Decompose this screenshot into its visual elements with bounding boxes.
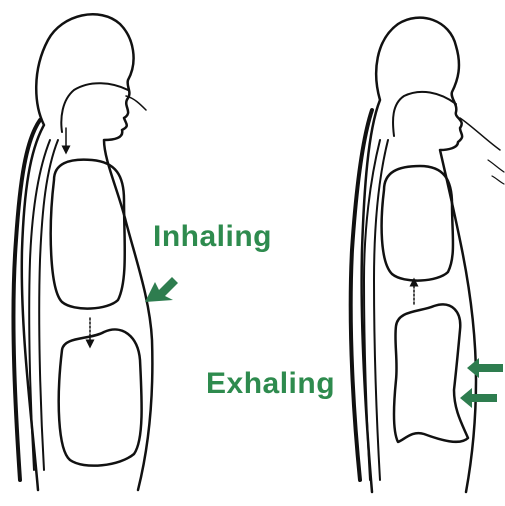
exhaling-figure bbox=[351, 18, 504, 492]
inhaling-spine-front bbox=[39, 140, 58, 470]
exhaling-label: Exhaling bbox=[206, 367, 335, 401]
exhale-arrow-upper-icon bbox=[467, 358, 503, 378]
inhaling-back-outline bbox=[13, 120, 40, 480]
exhale-arrow-lower-icon bbox=[460, 388, 497, 408]
exhaling-chest-cavity bbox=[382, 166, 453, 281]
exhaling-body-outline bbox=[362, 18, 476, 492]
exhaling-abdominal-cavity bbox=[394, 304, 468, 442]
exhaling-breath-line-2 bbox=[488, 160, 504, 172]
inhaling-figure bbox=[13, 14, 152, 490]
exhaling-breath-line-3 bbox=[492, 176, 504, 184]
exhaling-spine-front bbox=[374, 140, 388, 480]
inhaling-label: Inhaling bbox=[153, 220, 272, 254]
exhaling-airway bbox=[393, 92, 456, 136]
inhaling-airway bbox=[61, 83, 128, 132]
inhaling-abdominal-cavity bbox=[59, 330, 142, 466]
exhale-arrows-icon bbox=[460, 358, 503, 408]
exhaling-breath-line-1 bbox=[460, 118, 500, 150]
inhale-arrow-icon bbox=[145, 277, 178, 302]
